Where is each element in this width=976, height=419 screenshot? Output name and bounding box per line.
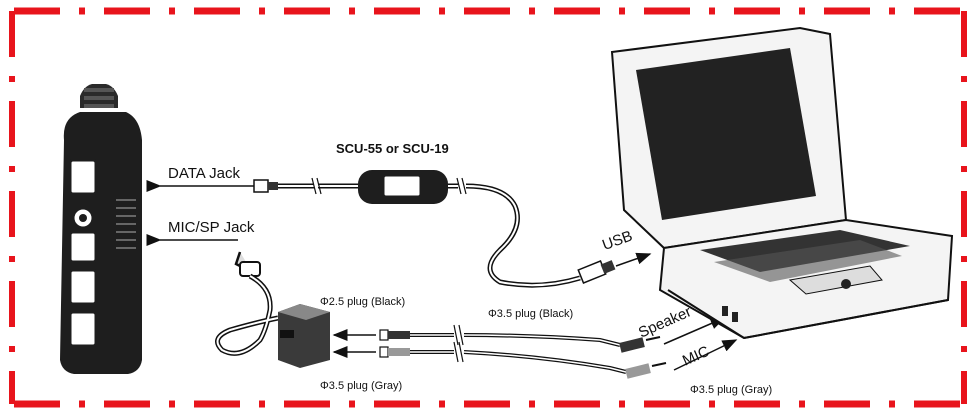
dash-dot-border [9,7,967,408]
laptop-arrows [615,252,738,371]
interface-adapter-icon [278,304,330,368]
data-jack-label: DATA Jack [168,165,240,182]
mic-sp-cable [215,251,279,356]
direction-arrows [146,180,254,246]
plug-35-black-label: Φ3.5 plug (Black) [488,308,574,320]
data-cable [253,177,616,288]
mic-sp-jack-label: MIC/SP Jack [168,219,255,236]
audio-plug-cables [332,324,667,379]
plug-35-gray-right-label: Φ3.5 plug (Gray) [690,384,773,396]
plug-25-black-label: Φ2.5 plug (Black) [320,296,406,308]
interface-box [358,170,448,204]
plug-35-gray-left-label: Φ3.5 plug (Gray) [320,380,403,392]
handheld-radio-icon [60,84,142,374]
laptop-icon [610,26,954,340]
cable-name-label: SCU-55 or SCU-19 [336,141,449,156]
